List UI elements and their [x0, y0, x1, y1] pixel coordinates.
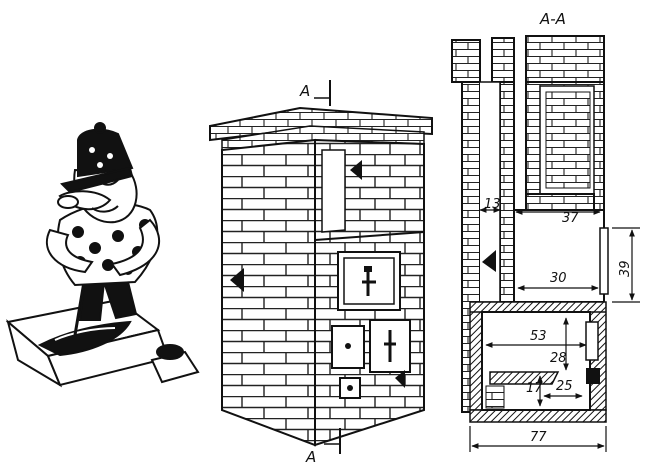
oven-door	[337, 251, 401, 311]
dim-firebox-top-width: 37	[562, 211, 579, 226]
inner-partition	[499, 81, 515, 303]
stove-front-face	[221, 138, 316, 447]
dim-ash-door-width: 25	[556, 379, 573, 394]
dim-firebox-height: 39	[618, 260, 633, 277]
section-label-top: A	[299, 82, 310, 100]
dimension-lines	[469, 207, 640, 452]
dim-ash-chamber-width: 53	[530, 329, 547, 344]
dim-total-width: 77	[530, 430, 547, 445]
dim-ash-door-height: 17	[526, 381, 543, 396]
section-title: A-A	[539, 10, 566, 28]
fire-door	[331, 319, 411, 373]
stove-cross-section: A-A	[451, 10, 640, 452]
dim-wall-thickness: 13	[484, 197, 501, 212]
section-label-bottom: A	[305, 448, 316, 466]
chimney-caps	[451, 35, 605, 83]
section-mark-top: A	[299, 80, 331, 106]
bucket	[150, 344, 200, 384]
cartoon-worker-mixing-mortar	[5, 122, 200, 388]
upper-niche	[321, 149, 346, 233]
dim-ash-chamber-height: 28	[550, 351, 567, 366]
stove-isometric-view: A A	[209, 80, 433, 466]
dim-firebox-inner-width: 30	[550, 271, 567, 286]
stove-top-cap	[209, 106, 433, 142]
ash-door	[339, 370, 405, 399]
grate	[489, 371, 560, 385]
arms	[45, 228, 94, 274]
section-mark-bottom: A	[305, 428, 341, 466]
cartoon-head	[57, 122, 138, 224]
